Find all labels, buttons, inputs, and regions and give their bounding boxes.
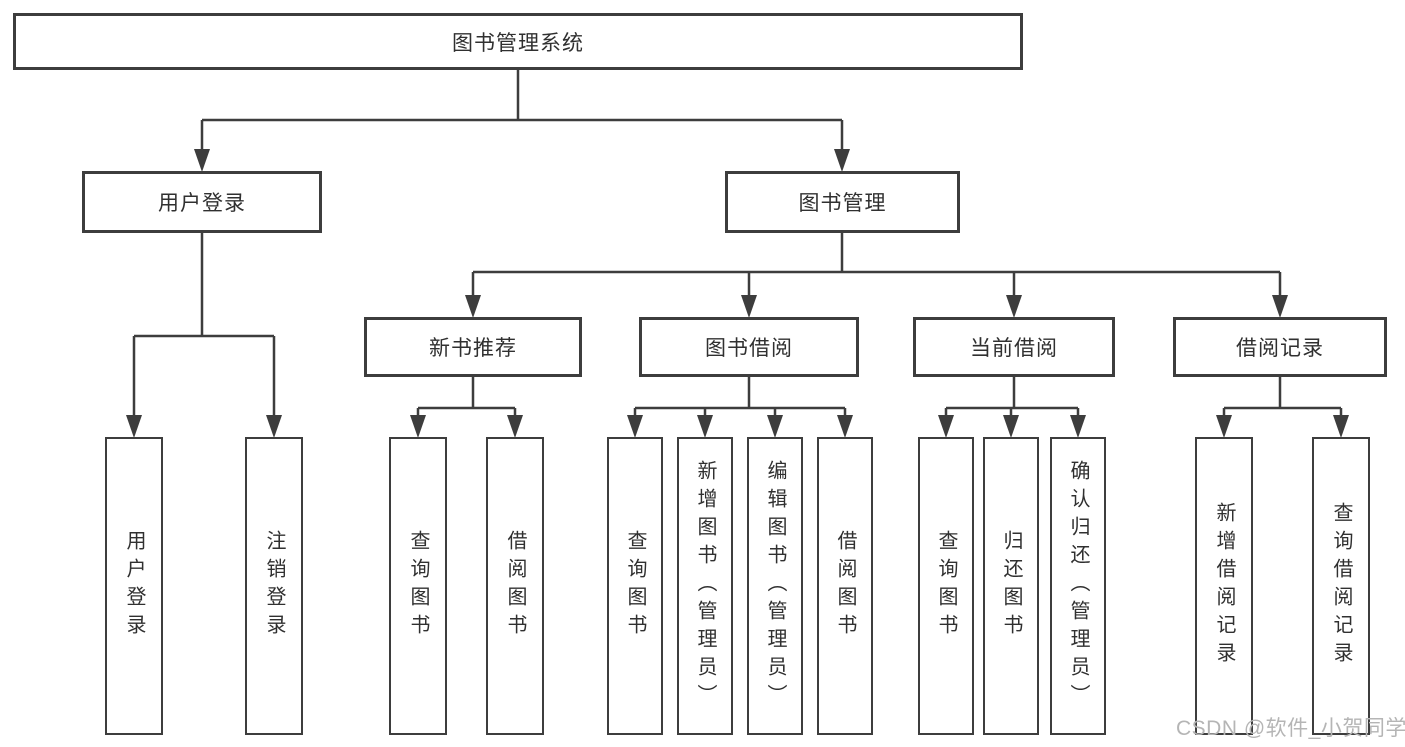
leaf-borrow-query-book-label: 查询图书 — [624, 530, 646, 642]
node-borrow-records: 借阅记录 — [1173, 317, 1387, 377]
leaf-confirm-return-admin: 确认归还（管理员） — [1050, 437, 1106, 735]
leaf-recommend-borrow-book: 借阅图书 — [486, 437, 544, 735]
leaf-add-borrow-record: 新增借阅记录 — [1195, 437, 1253, 735]
leaf-edit-book-admin-label: 编辑图书（管理员） — [764, 460, 786, 712]
leaf-current-query-book-label: 查询图书 — [935, 530, 957, 642]
leaf-recommend-borrow-book-label: 借阅图书 — [504, 530, 526, 642]
leaf-borrow-book-label: 借阅图书 — [834, 530, 856, 642]
node-new-book-recommend: 新书推荐 — [364, 317, 582, 377]
leaf-recommend-query-book-label: 查询图书 — [407, 530, 429, 642]
leaf-return-book: 归还图书 — [983, 437, 1039, 735]
arrowheads — [126, 149, 1349, 438]
node-book-borrow-label: 图书借阅 — [705, 337, 793, 360]
leaf-query-borrow-record: 查询借阅记录 — [1312, 437, 1370, 735]
leaf-query-borrow-record-label: 查询借阅记录 — [1330, 502, 1352, 670]
leaf-edit-book-admin: 编辑图书（管理员） — [747, 437, 803, 735]
leaf-borrow-query-book: 查询图书 — [607, 437, 663, 735]
node-root: 图书管理系统 — [13, 13, 1023, 70]
leaf-recommend-query-book: 查询图书 — [389, 437, 447, 735]
node-book-management-label: 图书管理 — [798, 192, 887, 215]
node-user-login: 用户登录 — [82, 171, 322, 233]
node-book-borrow: 图书借阅 — [639, 317, 859, 377]
watermark: CSDN @软件_小贺同学 — [1176, 717, 1405, 740]
leaf-confirm-return-admin-label: 确认归还（管理员） — [1067, 460, 1089, 712]
node-new-book-recommend-label: 新书推荐 — [429, 337, 517, 360]
leaf-return-book-label: 归还图书 — [1000, 530, 1022, 642]
leaf-logout: 注销登录 — [245, 437, 303, 735]
node-user-login-label: 用户登录 — [158, 192, 246, 215]
leaf-current-query-book: 查询图书 — [918, 437, 974, 735]
leaf-user-login-label: 用户登录 — [123, 530, 145, 642]
node-book-management: 图书管理 — [725, 171, 960, 233]
node-borrow-records-label: 借阅记录 — [1236, 337, 1324, 360]
node-root-label: 图书管理系统 — [452, 31, 584, 55]
leaf-add-borrow-record-label: 新增借阅记录 — [1213, 502, 1235, 670]
node-current-borrow-label: 当前借阅 — [970, 337, 1058, 360]
leaf-add-book-admin: 新增图书（管理员） — [677, 437, 733, 735]
leaf-logout-label: 注销登录 — [263, 530, 285, 642]
leaf-user-login: 用户登录 — [105, 437, 163, 735]
leaf-borrow-book: 借阅图书 — [817, 437, 873, 735]
node-current-borrow: 当前借阅 — [913, 317, 1115, 377]
leaf-add-book-admin-label: 新增图书（管理员） — [694, 460, 716, 712]
